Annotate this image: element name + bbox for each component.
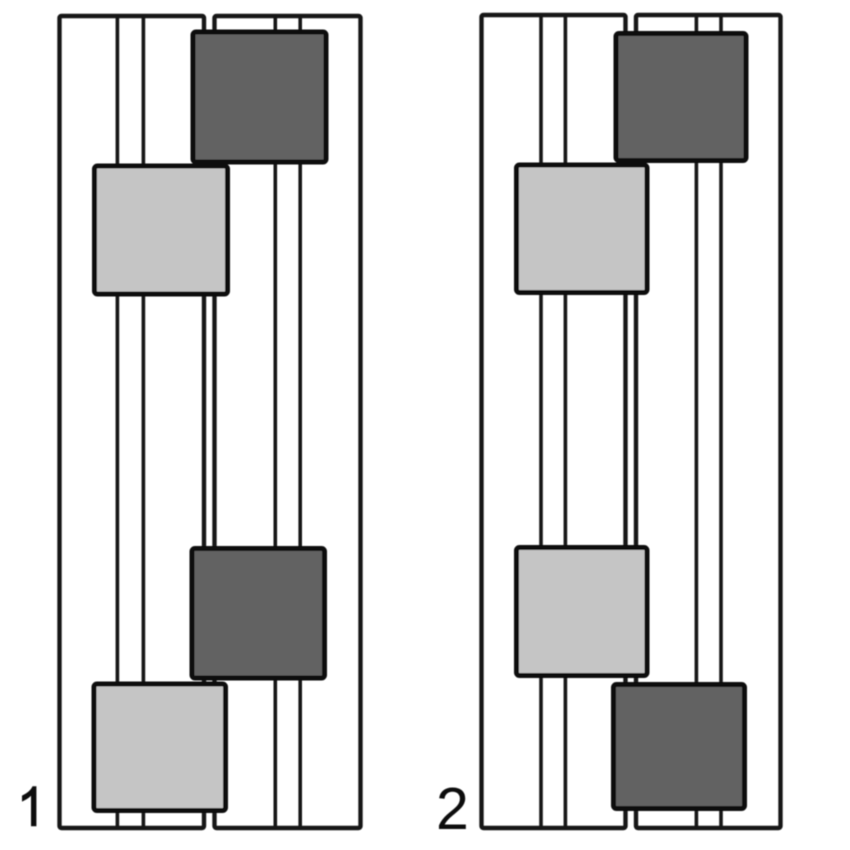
svg-text:2: 2: [436, 776, 469, 842]
